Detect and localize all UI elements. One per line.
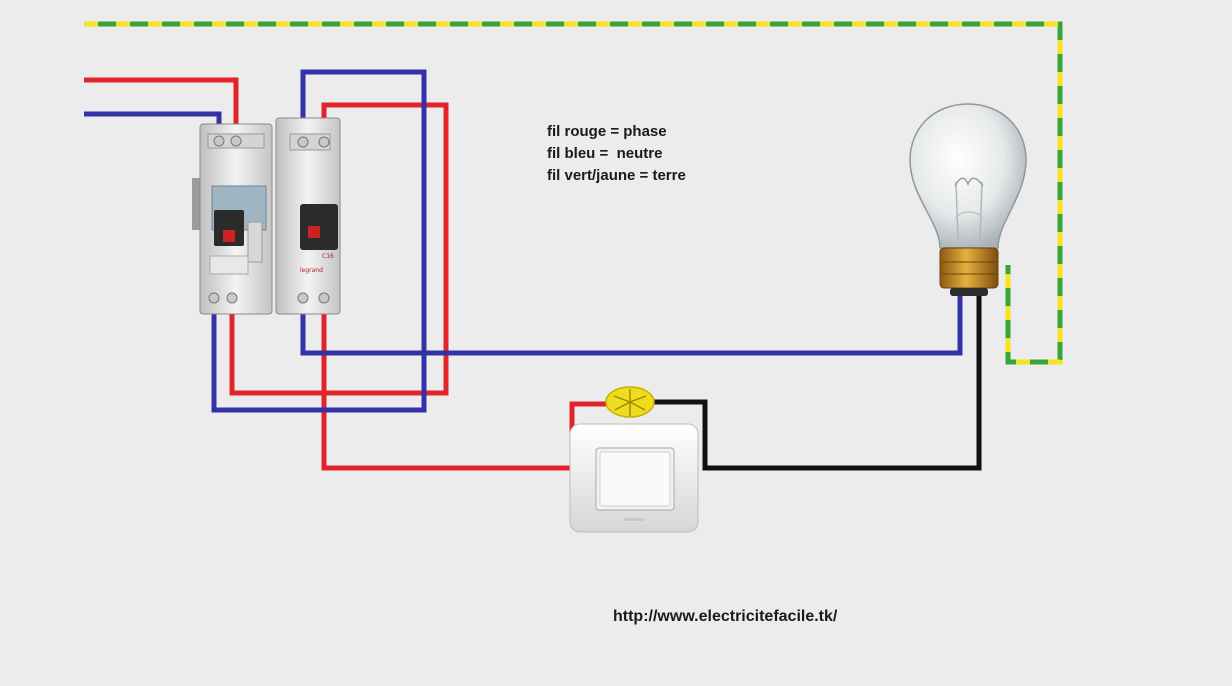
neutral-to-lamp-wire <box>300 296 963 356</box>
legend-earth: fil vert/jaune = terre <box>547 167 686 184</box>
differential-breaker-icon <box>192 123 273 315</box>
legend-phase: fil rouge = phase <box>547 123 667 140</box>
website-url: http://www.electricitefacile.tk/ <box>613 608 838 625</box>
phase-to-switch-wire <box>321 300 608 471</box>
light-bulb-icon <box>909 103 1027 296</box>
color-legend: fil rouge = phase fil bleu = neutre fil … <box>547 121 686 187</box>
rating-label: C16 <box>322 253 334 260</box>
phase-loop-wire <box>229 102 449 396</box>
legend-neutral: fil bleu = neutre <box>547 145 663 162</box>
neutral-loop-wire <box>211 69 427 413</box>
circuit-breaker-icon: C16 legrand <box>275 117 341 315</box>
indicator-light-icon <box>605 386 655 418</box>
phase-supply-wire <box>84 77 239 142</box>
earth-wire <box>84 21 1063 365</box>
neutral-supply-wire <box>84 111 222 142</box>
brand-label: legrand <box>300 267 323 274</box>
return-wire <box>652 296 982 471</box>
wall-switch-icon <box>569 423 699 533</box>
